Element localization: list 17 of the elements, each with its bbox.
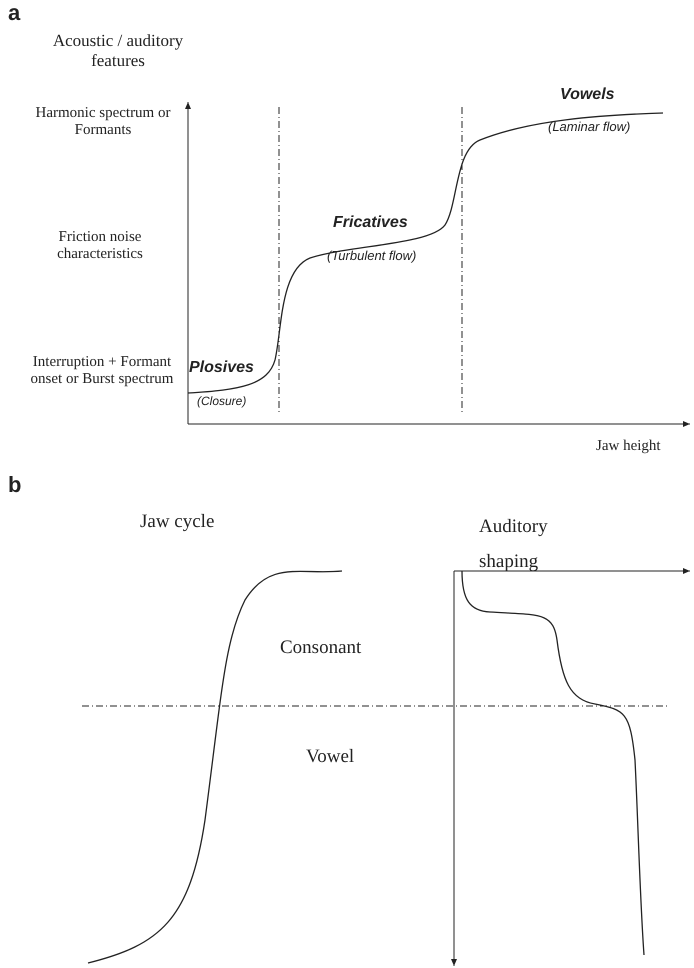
region-label: Consonant [280,637,362,659]
panel-letter: b [8,472,22,498]
region-note: (Turbulent flow) [327,249,418,264]
axis-category-label: Interruption + Formant onset or Burst spectrum [30,354,174,388]
region-note: (Laminar flow) [548,120,632,135]
region-label: Fricatives [333,214,409,232]
axis-category-label: Harmonic spectrum or Formants [34,105,172,140]
region-label: Vowels [560,86,616,104]
axis-title: Acoustic / auditory features [52,31,184,70]
region-label: Vowel [306,746,356,768]
axis-title: Jaw height [596,438,662,456]
panel-title: Auditory shaping [479,515,549,574]
panel-letter: a [8,0,22,26]
axis-category-label: Friction noise characteristics [56,229,144,264]
region-label: Plosives [189,359,255,378]
panel-title: Jaw cycle [140,511,216,533]
region-note: (Closure) [197,395,248,409]
